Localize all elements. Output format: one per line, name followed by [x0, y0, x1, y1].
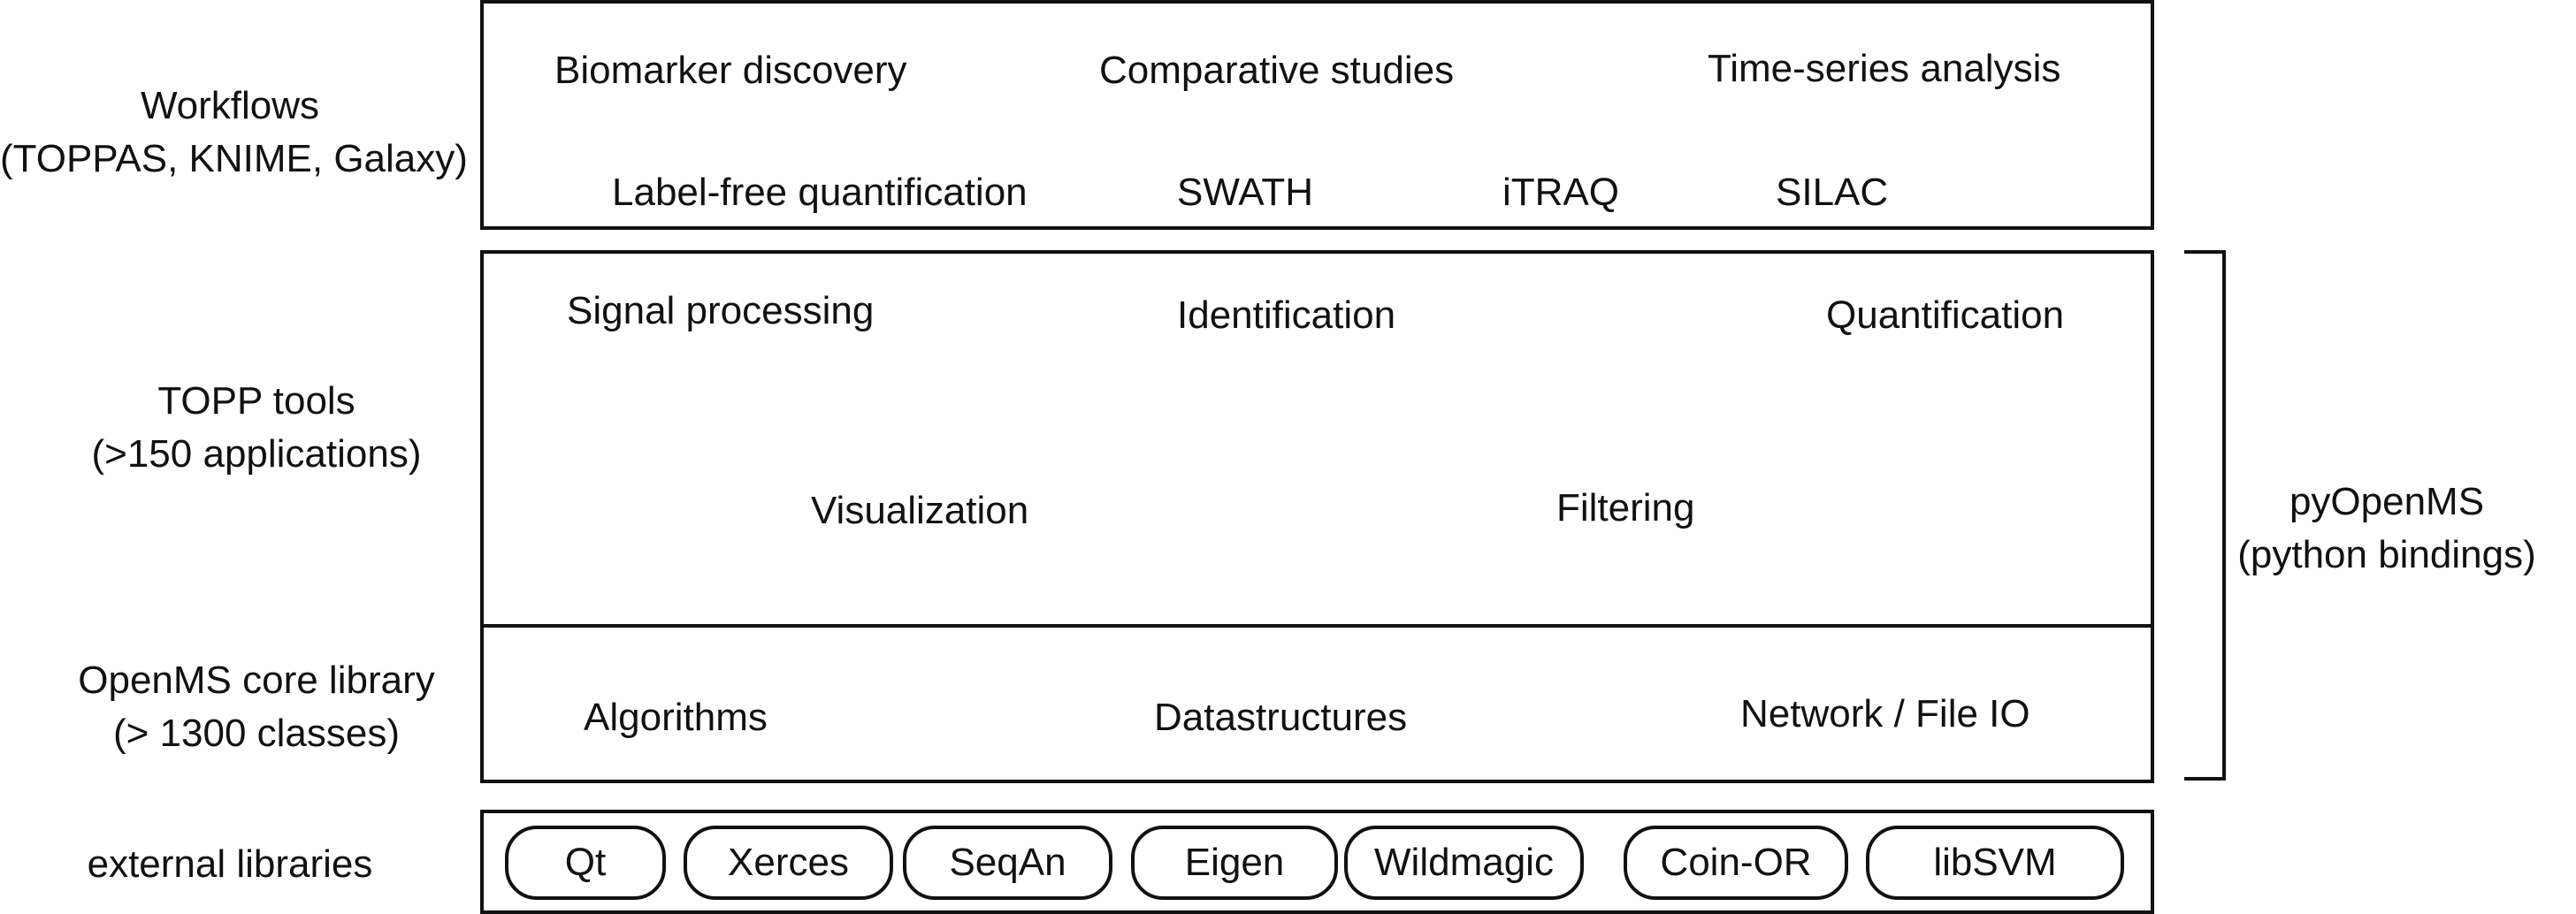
core-network-file-io: Network / File IO — [1740, 692, 2030, 735]
workflow-time-series-analysis: Time-series analysis — [1708, 47, 2061, 90]
topp-tools-label: TOPP tools (>150 applications) — [27, 375, 486, 481]
workflows-label-subtitle: (TOPPAS, KNIME, Galaxy) — [0, 137, 468, 180]
tool-identification: Identification — [1177, 293, 1396, 337]
tool-filtering: Filtering — [1556, 486, 1695, 529]
pyopenms-label: pyOpenMS (python bindings) — [2198, 476, 2576, 582]
core-datastructures: Datastructures — [1154, 696, 1408, 739]
library-qt: Qt — [505, 826, 666, 900]
core-algorithms: Algorithms — [584, 696, 768, 739]
workflow-comparative-studies: Comparative studies — [1099, 49, 1455, 92]
tool-visualization: Visualization — [811, 489, 1029, 532]
external-libraries-label: external libraries — [0, 838, 460, 891]
library-xerces: Xerces — [684, 826, 893, 900]
topp-tools-label-subtitle: (>150 applications) — [91, 432, 422, 476]
workflow-silac: SILAC — [1776, 171, 1889, 214]
core-library-label-subtitle: (> 1300 classes) — [112, 712, 401, 755]
core-library-label-title: OpenMS core library — [78, 659, 435, 702]
workflow-label-free-quantification: Label-free quantification — [612, 171, 1028, 214]
workflow-itraq: iTRAQ — [1502, 171, 1619, 214]
pyopenms-bracket — [2184, 250, 2226, 781]
workflow-swath: SWATH — [1177, 171, 1313, 214]
tool-quantification: Quantification — [1826, 293, 2065, 337]
library-eigen: Eigen — [1131, 826, 1338, 900]
external-libraries-box — [480, 810, 2154, 914]
tool-signal-processing: Signal processing — [567, 289, 875, 332]
library-libsvm: libSVM — [1866, 826, 2124, 900]
library-seqan: SeqAn — [903, 826, 1112, 900]
core-library-label: OpenMS core library (> 1300 classes) — [27, 654, 486, 760]
workflows-box — [480, 0, 2154, 230]
library-coin-or: Coin-OR — [1624, 826, 1848, 900]
workflow-biomarker-discovery: Biomarker discovery — [554, 49, 907, 92]
library-wildmagic: Wildmagic — [1344, 826, 1584, 900]
workflows-label: Workflows (TOPPAS, KNIME, Galaxy) — [0, 80, 468, 186]
core-library-box — [480, 624, 2154, 783]
topp-tools-label-title: TOPP tools — [157, 379, 355, 423]
pyopenms-label-title: pyOpenMS — [2289, 480, 2485, 523]
external-libraries-label-title: external libraries — [87, 842, 373, 886]
pyopenms-label-subtitle: (python bindings) — [2237, 533, 2536, 576]
workflows-label-title: Workflows — [140, 84, 320, 127]
